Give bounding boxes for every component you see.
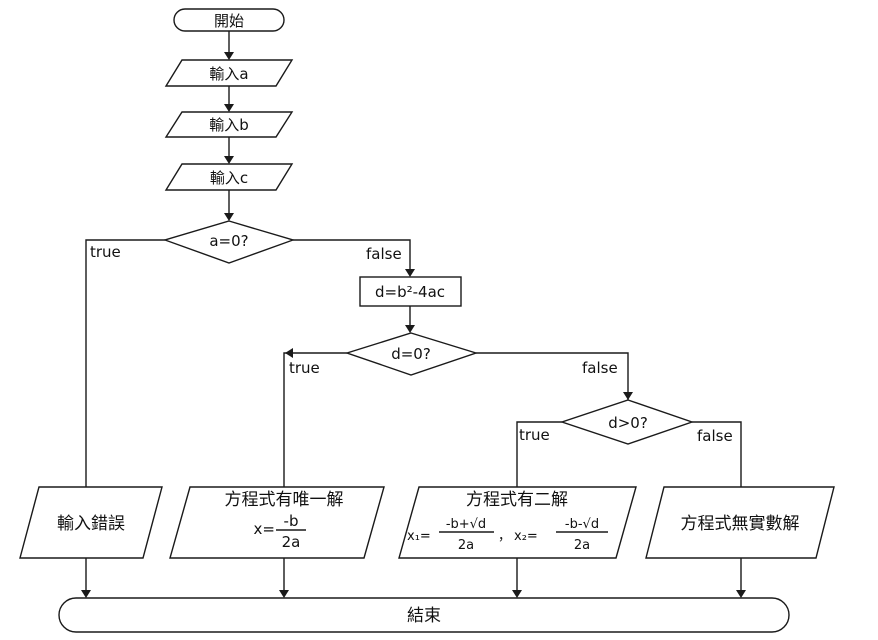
no-real-node: 方程式無實數解 bbox=[645, 486, 835, 559]
input-b-label: 輸入b bbox=[209, 116, 249, 134]
unique-denominator: 2a bbox=[282, 533, 301, 551]
start-label: 開始 bbox=[214, 12, 244, 30]
edge-dpos-true-to-two bbox=[516, 421, 562, 487]
unique-shape bbox=[169, 486, 385, 559]
input-c-label: 輸入c bbox=[210, 169, 248, 187]
unique-title: 方程式有唯一解 bbox=[225, 490, 344, 510]
decision-a-node: a=0? bbox=[162, 220, 296, 264]
decision-a-shape bbox=[162, 220, 296, 264]
start-node: 開始 bbox=[173, 8, 285, 32]
two-x1-lhs: x₁= bbox=[407, 529, 431, 544]
arrowhead-calc bbox=[405, 269, 415, 277]
arrowhead-decision-dpos bbox=[623, 392, 633, 400]
two-x1-denominator: 2a bbox=[458, 538, 474, 553]
input-c-shape bbox=[164, 163, 294, 191]
end-label: 結束 bbox=[407, 606, 441, 626]
calc-d-node: d=b²-4ac bbox=[359, 276, 462, 307]
a-true-label: true bbox=[90, 243, 121, 261]
edge-d0-true-to-unique bbox=[283, 352, 347, 487]
edge-a-false-to-calc bbox=[293, 239, 411, 269]
calc-d-label: d=b²-4ac bbox=[375, 283, 445, 301]
decision-dpos-node: d>0? bbox=[559, 399, 695, 445]
dpos-false-label: false bbox=[697, 427, 733, 445]
two-x2-denominator: 2a bbox=[574, 538, 590, 553]
two-x2-lhs: x₂= bbox=[514, 529, 538, 544]
arrowhead-decision-d0 bbox=[405, 325, 415, 333]
edge-dpos-false-to-noreal bbox=[692, 421, 742, 487]
two-title: 方程式有二解 bbox=[466, 490, 568, 510]
arrowhead-input-c bbox=[224, 156, 234, 164]
input-a-node: 輸入a bbox=[164, 59, 294, 87]
arrowheads bbox=[81, 52, 746, 598]
two-solutions-node: 方程式有二解 x₁= -b+√d 2a ， x₂= -b-√d 2a bbox=[398, 486, 637, 559]
unique-lhs: x= bbox=[254, 520, 275, 538]
input-a-label: 輸入a bbox=[209, 65, 248, 83]
decision-d0-shape bbox=[344, 332, 479, 376]
decision-d0-label: d=0? bbox=[391, 345, 431, 363]
arrowhead-decision-a bbox=[224, 213, 234, 221]
error-shape bbox=[19, 486, 163, 559]
edge-a-true-to-end bbox=[85, 239, 165, 590]
two-separator: ， bbox=[498, 529, 511, 544]
arrowhead-end-3 bbox=[512, 590, 522, 598]
two-solutions-shape bbox=[398, 486, 637, 559]
arrowhead-d0-true bbox=[285, 348, 293, 358]
input-c-node: 輸入c bbox=[164, 163, 294, 191]
error-node: 輸入錯誤 bbox=[19, 486, 163, 559]
dpos-true-label: true bbox=[519, 426, 550, 444]
no-real-shape bbox=[645, 486, 835, 559]
connectors bbox=[85, 31, 742, 590]
decision-d0-node: d=0? bbox=[344, 332, 479, 376]
no-real-label: 方程式無實數解 bbox=[681, 514, 800, 534]
arrowhead-input-b bbox=[224, 104, 234, 112]
input-b-node: 輸入b bbox=[164, 111, 294, 138]
input-a-shape bbox=[164, 59, 294, 87]
arrowhead-input-a bbox=[224, 52, 234, 60]
arrowhead-end-1 bbox=[81, 590, 91, 598]
a-false-label: false bbox=[366, 245, 402, 263]
end-terminal-shape bbox=[58, 597, 790, 633]
calc-d-shape bbox=[359, 276, 462, 307]
end-node: 結束 bbox=[58, 597, 790, 633]
two-x1-numerator: -b+√d bbox=[446, 517, 486, 532]
d0-true-label: true bbox=[289, 359, 320, 377]
start-terminal-shape bbox=[173, 8, 285, 32]
unique-numerator: -b bbox=[284, 512, 299, 530]
decision-a-label: a=0? bbox=[209, 232, 248, 250]
edge-d0-false-to-dpos bbox=[476, 352, 629, 400]
input-b-shape bbox=[164, 111, 294, 138]
decision-dpos-label: d>0? bbox=[608, 414, 648, 432]
arrowhead-end-2 bbox=[279, 590, 289, 598]
two-x2-numerator: -b-√d bbox=[565, 517, 599, 532]
d0-false-label: false bbox=[582, 359, 618, 377]
unique-node: 方程式有唯一解 x= -b 2a bbox=[169, 486, 385, 559]
decision-dpos-shape bbox=[559, 399, 695, 445]
arrowhead-end-4 bbox=[736, 590, 746, 598]
error-label: 輸入錯誤 bbox=[57, 514, 125, 534]
